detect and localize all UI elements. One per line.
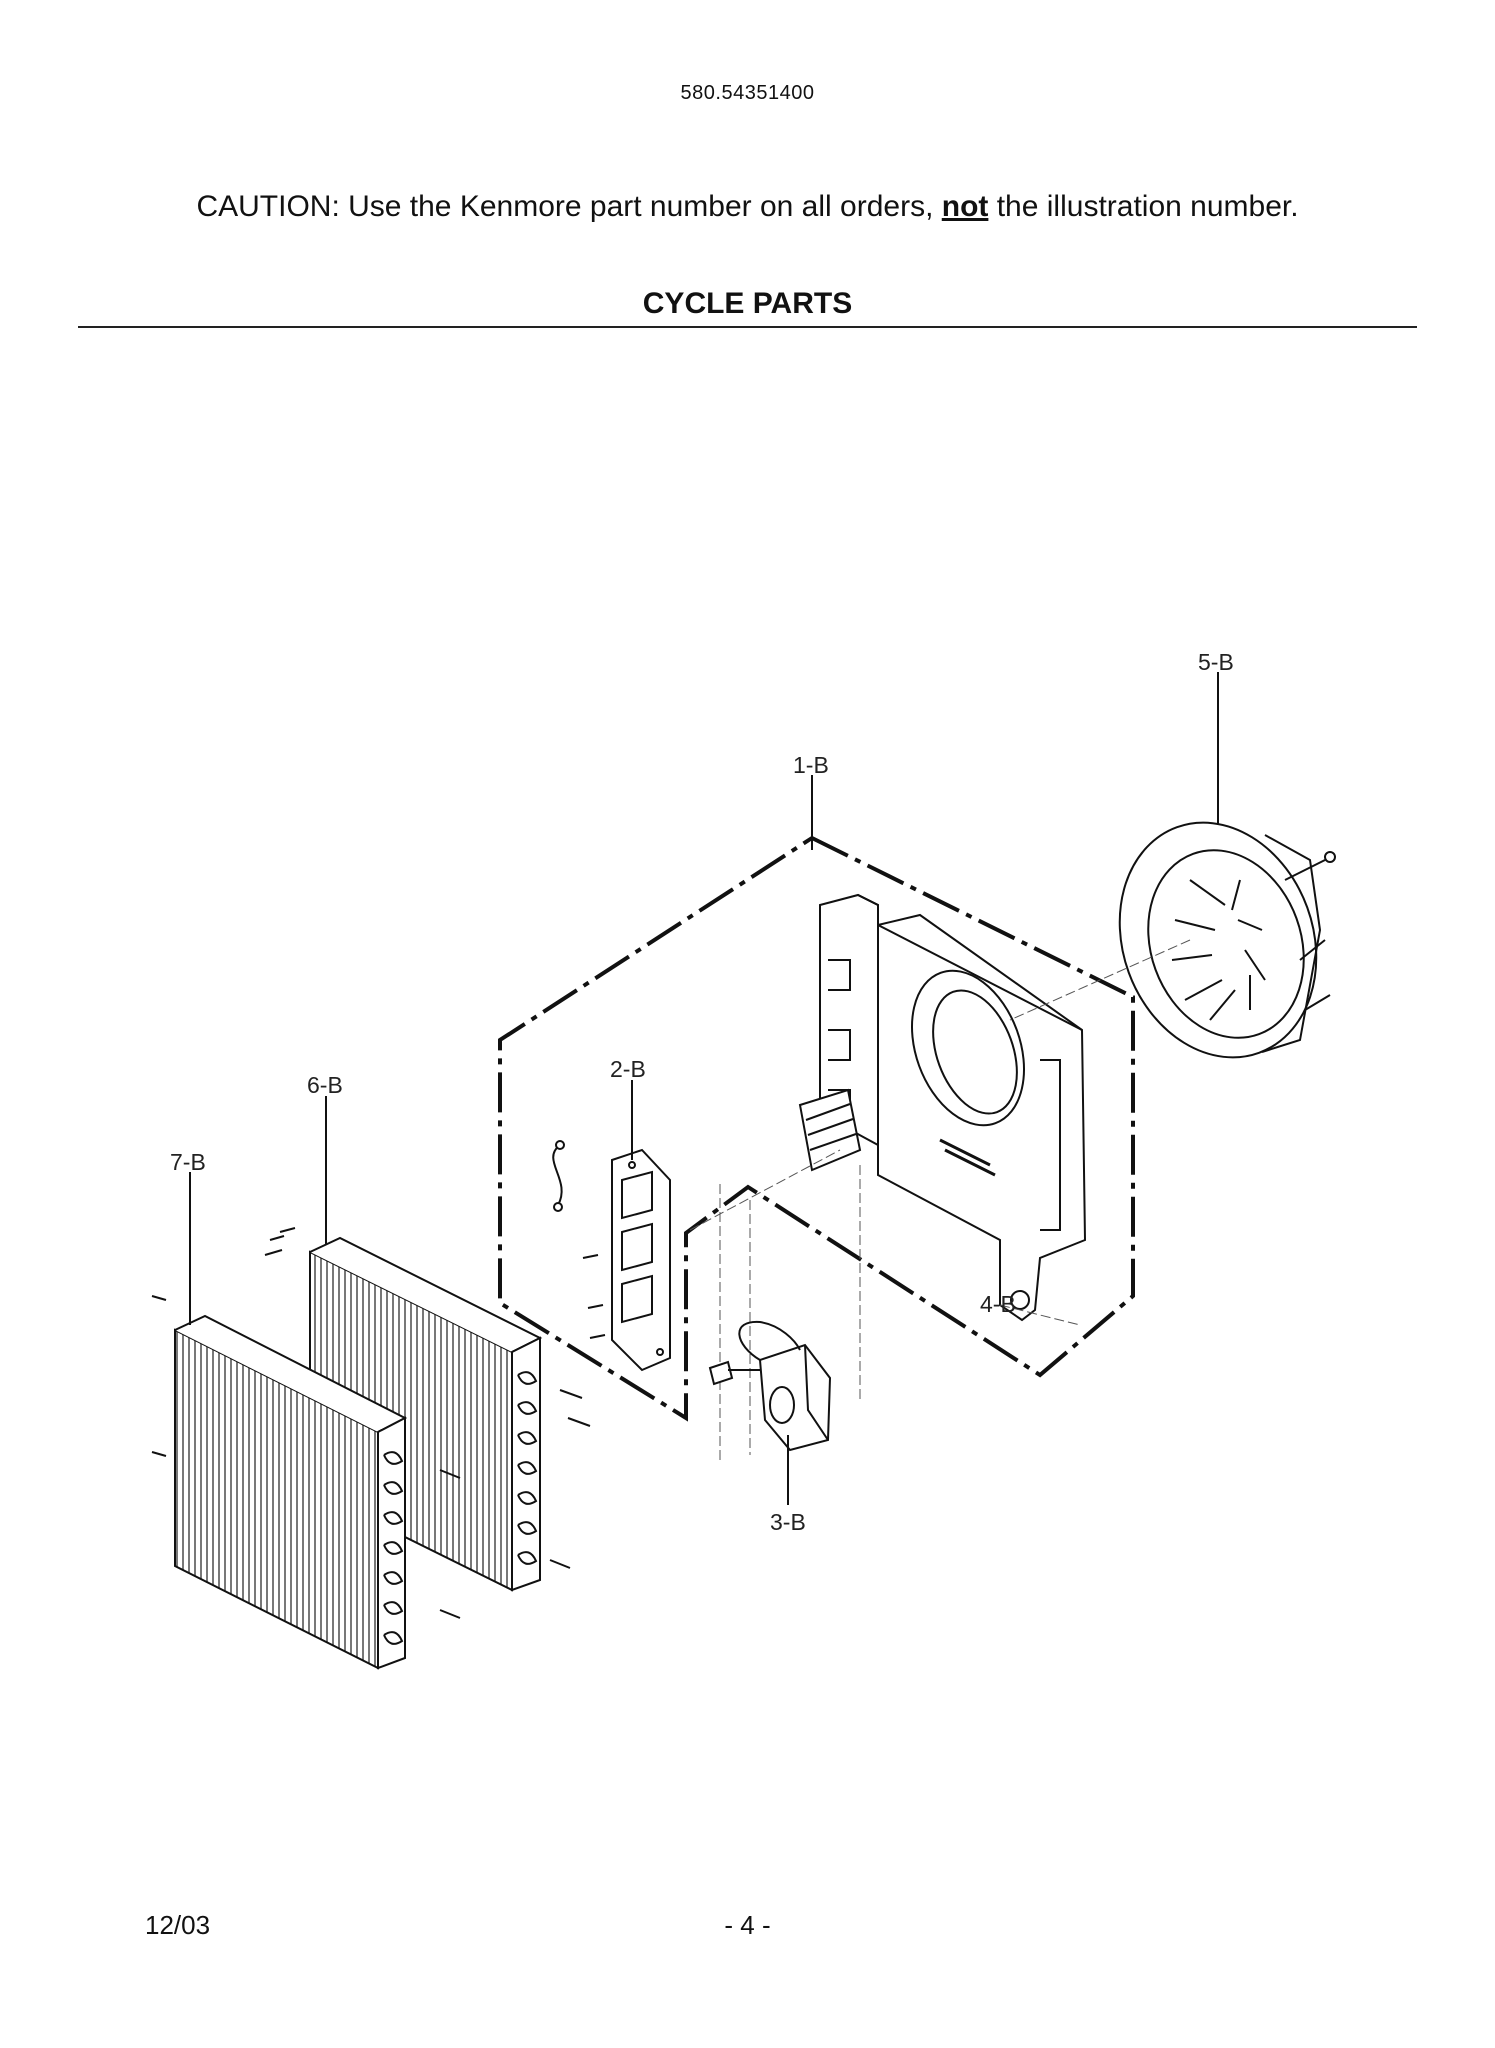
caution-emphasis: not (941, 190, 989, 223)
callout-leaders (189, 672, 1219, 1505)
title-divider (78, 326, 1417, 328)
fan-shroud (798, 893, 1087, 1322)
assembly-boundary (498, 836, 1135, 1422)
callout-label-2b: 2-B (610, 1056, 646, 1082)
callout-label-1b: 1-B (793, 752, 829, 778)
caution-text-prefix: CAUTION: Use the Kenmore part number on … (196, 190, 942, 223)
callout-label-5b: 5-B (1198, 649, 1234, 675)
page-number: - 4 - (724, 1910, 771, 1940)
blower-wheel (1118, 821, 1336, 1059)
control-bracket (552, 1140, 671, 1372)
caution-notice: CAUTION: Use the Kenmore part number on … (0, 190, 1495, 224)
capacitor (708, 1320, 832, 1452)
callout-label-6b: 6-B (307, 1072, 343, 1098)
callout-label-7b: 7-B (170, 1149, 206, 1175)
model-number: 580.54351400 (680, 82, 815, 104)
footer-date: 12/03 (145, 1910, 211, 1940)
evaporator-coil (151, 1295, 461, 1670)
callout-label-4b: 4-B (980, 1291, 1016, 1317)
section-title: CYCLE PARTS (642, 287, 853, 320)
callout-label-3b: 3-B (770, 1509, 806, 1535)
caution-text-suffix: the illustration number. (988, 190, 1299, 223)
